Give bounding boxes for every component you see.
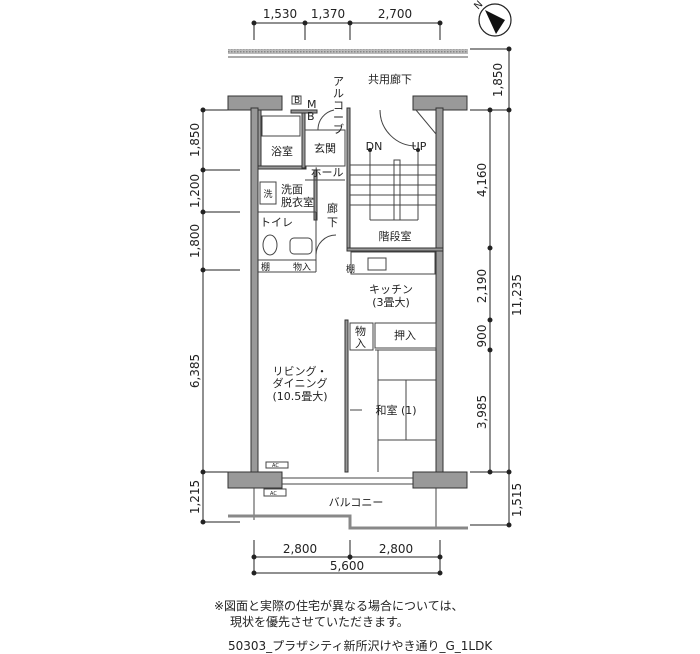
bathroom-label: 浴室 (271, 144, 293, 158)
alcove-label-2: ル (333, 87, 344, 100)
toilet-label: トイレ (260, 216, 293, 229)
b-box (291, 95, 302, 105)
disclaimer-line-2: 現状を優先させていただきます。 (230, 615, 409, 629)
dim-right-inner-2: 2,190 (475, 269, 489, 303)
hall-label: ホール (311, 166, 344, 179)
dim-bottom-2: 2,800 (379, 542, 413, 556)
dim-left-1: 1,850 (188, 123, 202, 157)
dim-left-5: 1,215 (188, 480, 202, 514)
common-corridor-label: 共用廊下 (368, 72, 412, 86)
left-dimensions (200, 107, 240, 525)
ac1-label: AC (272, 463, 279, 469)
dim-top-2: 1,370 (311, 7, 345, 21)
top-dimensions (251, 20, 443, 40)
japanese-room-label: 和室 (1) (375, 403, 416, 417)
b-box-label: B (294, 96, 300, 106)
dim-bottom-total: 5,600 (330, 559, 364, 573)
dn-label: DN (366, 140, 383, 153)
closet-label: 押入 (394, 328, 416, 342)
dim-right-outer-2: 11,235 (510, 274, 524, 316)
dim-top-3: 2,700 (378, 7, 412, 21)
dim-top-1: 1,530 (263, 7, 297, 21)
corridor-railing (228, 49, 468, 54)
disclaimer-line-1: ※図面と実際の住宅が異なる場合については、 (214, 599, 464, 613)
dim-right-inner-1: 4,160 (475, 163, 489, 197)
dim-right-outer-3: 1,515 (510, 483, 524, 517)
kitchen-label: キッチン (369, 283, 413, 296)
balcony-label: バルコニー (329, 496, 384, 509)
ac-unit-outdoor (263, 488, 287, 497)
storage2-label-1: 物 (355, 324, 366, 338)
bottom-dimensions (251, 540, 443, 576)
dim-right-inner-4: 3,985 (475, 395, 489, 429)
corridor-label-1: 廊 (327, 201, 338, 215)
living-label-1: リビング・ (273, 364, 328, 378)
living-label-3: (10.5畳大) (272, 389, 327, 403)
dim-left-3: 1,800 (188, 224, 202, 258)
alcove-label-5: ブ (333, 122, 344, 136)
mb-label-1: M (307, 98, 317, 111)
shelf-label: 棚 (261, 261, 270, 273)
entrance-label: 玄関 (314, 141, 336, 155)
dim-right-outer-1: 1,850 (491, 63, 505, 97)
dim-left-2: 1,200 (188, 174, 202, 208)
living-label-2: ダイニング (273, 376, 328, 390)
dim-bottom-1: 2,800 (283, 542, 317, 556)
storage-label: 物入 (293, 261, 311, 273)
right-dimensions (470, 46, 512, 528)
north-compass-icon: N (472, 0, 512, 37)
up-label: UP (412, 140, 427, 153)
dim-right-inner-3: 900 (475, 325, 489, 348)
room-outlines (258, 109, 437, 472)
plan-caption: 50303_プラザシティ新所沢けやき通り_G_1LDK (228, 639, 493, 653)
stair-room-label: 階段室 (379, 229, 412, 243)
washroom-label-1: 洗面 (281, 183, 303, 196)
corridor-label-2: 下 (327, 216, 338, 229)
dim-left-4: 6,385 (188, 354, 202, 388)
washroom-label-2: 脱衣室 (281, 195, 314, 209)
mb-label-2: B (307, 110, 315, 123)
alcove-label-4: ー (333, 111, 344, 124)
ac-unit-indoor (265, 461, 289, 469)
shelf2-label: 棚 (346, 263, 355, 275)
washer-label: 洗 (263, 188, 272, 200)
ac2-label: AC (270, 491, 277, 497)
walls (227, 95, 468, 489)
storage2-label-2: 入 (355, 337, 366, 350)
balcony-outline (228, 477, 468, 530)
alcove-label-3: コ (333, 99, 344, 112)
alcove-label-1: ア (333, 75, 344, 88)
kitchen-size-label: (3畳大) (372, 295, 410, 309)
